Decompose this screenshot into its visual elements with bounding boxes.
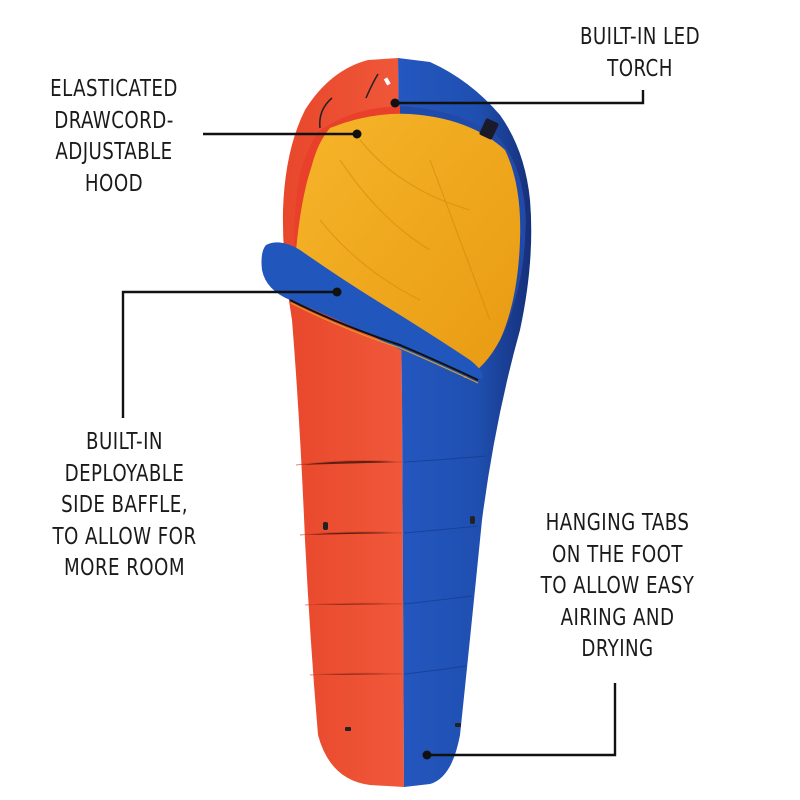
leader-lines — [121, 90, 645, 757]
callout-line: HANGING TABS — [545, 510, 690, 536]
callout-line: ON THE FOOT — [552, 541, 683, 568]
hood-marker-dot — [352, 129, 362, 139]
side-baffle — [261, 242, 483, 379]
hanging-tabs — [323, 516, 475, 731]
hood-callout-label: ELASTICATED DRAWCORD- ADJUSTABLE HOOD — [14, 74, 214, 200]
callout-line: AIRING AND — [560, 604, 675, 631]
torch-leader-line — [395, 90, 645, 105]
baffle-marker-dot — [332, 287, 342, 297]
quilt-lines — [295, 460, 403, 676]
callout-line: SIDE BAFFLE, — [61, 492, 188, 518]
callout-line: TO ALLOW EASY — [540, 573, 695, 599]
baffle-leader-line — [121, 290, 337, 418]
tabs-leader-line — [427, 683, 617, 757]
torch-pocket — [479, 118, 499, 140]
callout-line: HOOD — [84, 170, 144, 197]
callout-line: TORCH — [607, 55, 673, 82]
callout-line: ELASTICATED — [50, 76, 178, 102]
callout-line: DRYING — [581, 636, 654, 662]
interior-lining — [295, 113, 521, 379]
callout-line: MORE ROOM — [64, 555, 185, 581]
torch-marker-dot — [390, 98, 400, 108]
callout-line: DRAWCORD- — [54, 107, 174, 134]
callout-line: TO ALLOW FOR — [52, 523, 197, 550]
callout-line: ADJUSTABLE — [55, 139, 173, 165]
tabs-callout-label: HANGING TABS ON THE FOOT TO ALLOW EASY A… — [515, 508, 720, 666]
baffle-callout-label: BUILT-IN DEPLOYABLE SIDE BAFFLE, TO ALLO… — [22, 427, 227, 585]
torch-callout-label: BUILT-IN LED TORCH — [545, 22, 735, 85]
callout-line: BUILT-IN LED — [579, 24, 701, 50]
tabs-marker-dot — [422, 750, 432, 760]
callout-line: DEPLOYABLE — [64, 460, 185, 487]
callout-line: BUILT-IN — [86, 429, 163, 455]
